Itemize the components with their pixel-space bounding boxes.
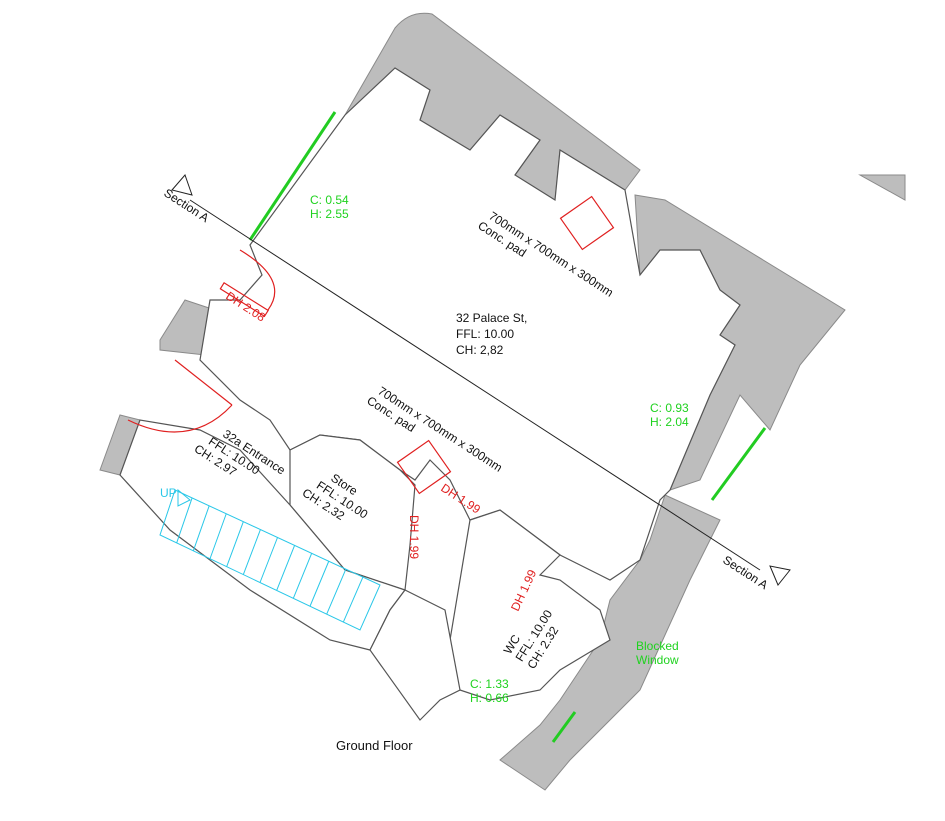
stair-tread bbox=[342, 576, 364, 623]
window-east bbox=[710, 427, 767, 501]
stair-tread bbox=[292, 553, 313, 599]
stair-tread bbox=[276, 545, 296, 591]
stair-tread bbox=[242, 529, 261, 575]
stair-tread bbox=[226, 521, 244, 567]
stair-up-arrow bbox=[177, 488, 191, 507]
section-label-north: Section A bbox=[161, 186, 211, 225]
stair-tread bbox=[309, 561, 330, 607]
door-leaf-main bbox=[219, 282, 269, 318]
door-leaf-entrance bbox=[174, 359, 233, 406]
window-wc-h: H: 0.66 bbox=[470, 691, 509, 705]
stair-tread bbox=[209, 513, 227, 559]
blocked-window-line2: Window bbox=[636, 653, 679, 667]
lower-room bbox=[369, 589, 461, 721]
conc-pad-north bbox=[559, 195, 615, 251]
window-wc-c: C: 1.33 bbox=[470, 677, 509, 691]
conc-pad-center bbox=[396, 439, 452, 495]
window-wc bbox=[551, 711, 577, 743]
main-room-ch: CH: 2,82 bbox=[456, 343, 504, 357]
blocked-window-line1: Blocked bbox=[636, 639, 679, 653]
main-room-ffl: FFL: 10.00 bbox=[456, 327, 514, 341]
door-swing-main bbox=[239, 249, 276, 311]
window-east-h: H: 2.04 bbox=[650, 415, 689, 429]
section-arrow-south bbox=[769, 565, 791, 586]
section-arrow-north bbox=[171, 174, 193, 196]
stair-flight bbox=[159, 489, 381, 631]
outer-wall-southeast bbox=[499, 494, 721, 791]
window-east-c: C: 0.93 bbox=[650, 401, 689, 415]
main-room bbox=[199, 67, 741, 581]
door-swing-entrance bbox=[127, 404, 233, 433]
stair-tread bbox=[326, 568, 347, 615]
stair-tread bbox=[192, 505, 210, 551]
window-north-c: C: 0.54 bbox=[310, 193, 349, 207]
section-label-south: Section A bbox=[720, 553, 770, 592]
stair-tread bbox=[259, 537, 278, 583]
floor-title: Ground Floor bbox=[336, 738, 413, 753]
stair-tread bbox=[176, 497, 193, 544]
stair-label: UP bbox=[160, 486, 177, 500]
blocked-corner-wall bbox=[858, 174, 906, 201]
door-height-store: DH 1.99 bbox=[407, 515, 421, 559]
section-line bbox=[189, 199, 761, 571]
window-north-h: H: 2.55 bbox=[310, 207, 349, 221]
window-north bbox=[248, 111, 337, 241]
main-room-name: 32 Palace St, bbox=[456, 311, 527, 325]
